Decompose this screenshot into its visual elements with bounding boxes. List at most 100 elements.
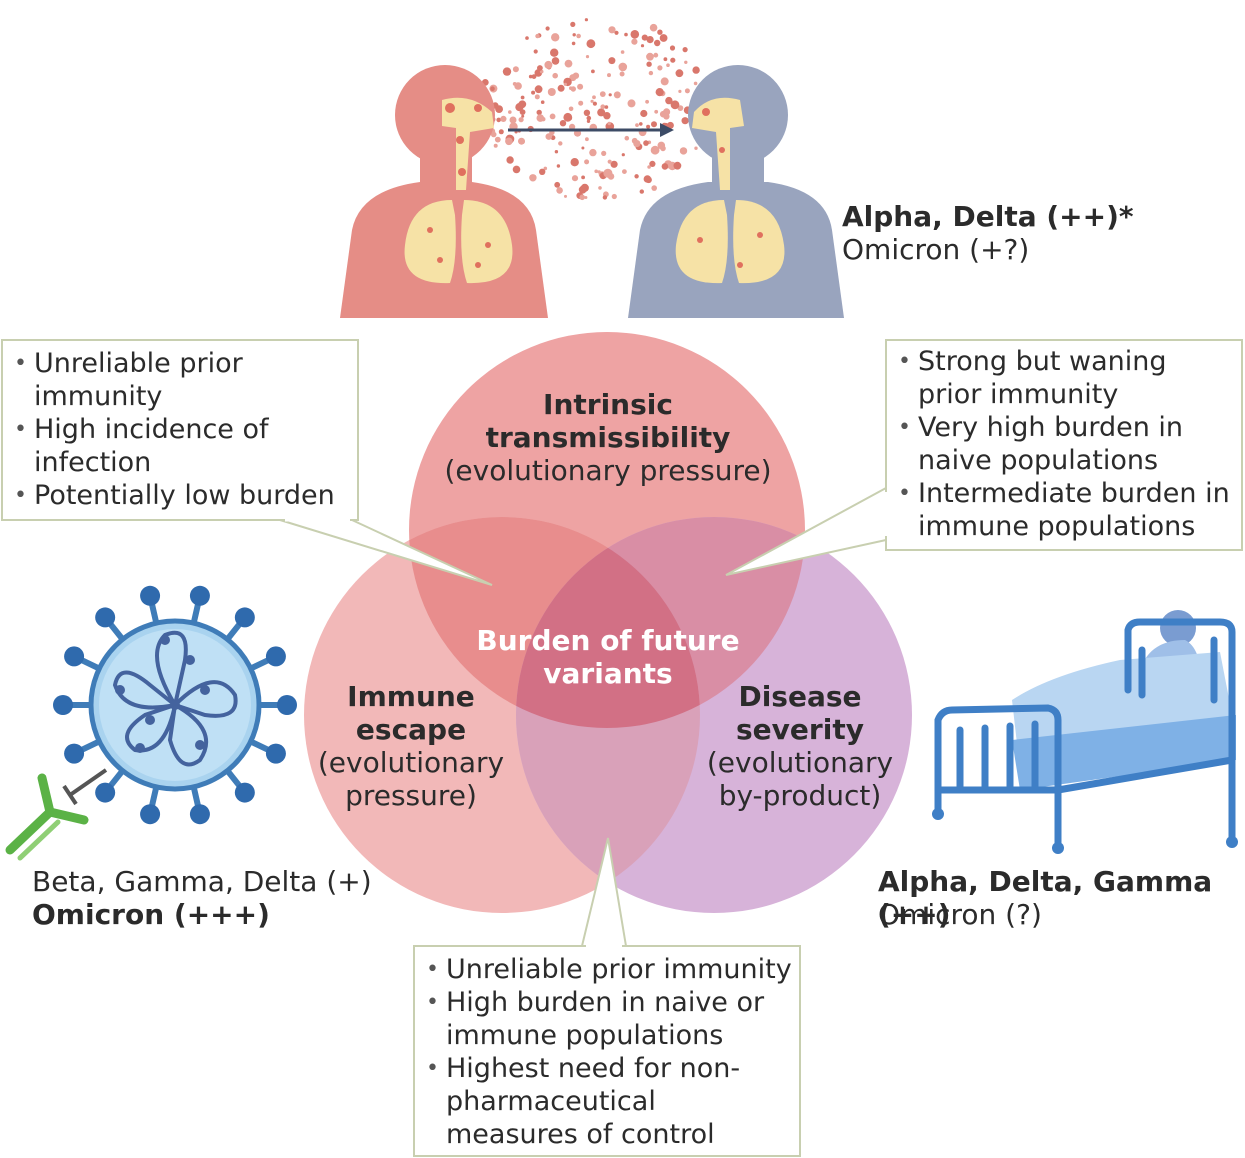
- droplet: [572, 33, 576, 37]
- droplet: [535, 33, 540, 39]
- droplet: [571, 175, 579, 182]
- label-transmissibility-subtitle: (evolutionary pressure): [444, 454, 772, 487]
- droplet: [589, 148, 597, 157]
- droplet: [618, 62, 628, 72]
- left-variants-bold: Omicron (+++): [32, 898, 270, 931]
- droplet: [663, 108, 671, 116]
- droplet: [694, 146, 698, 150]
- callout-bottom-item: Highest need for non-pharmaceutical meas…: [424, 1052, 796, 1151]
- droplet: [531, 90, 536, 95]
- droplet: [544, 60, 553, 69]
- droplet: [551, 57, 560, 65]
- rna-node: [160, 635, 170, 645]
- droplet: [611, 193, 617, 200]
- label-disease-severity: Disease severity (evolutionary by-produc…: [700, 680, 900, 812]
- droplet: [654, 39, 661, 47]
- top-variants-bold: Alpha, Delta (++)*: [842, 200, 1134, 233]
- droplet: [673, 161, 682, 170]
- droplet: [520, 95, 525, 100]
- rna-node: [185, 655, 195, 665]
- callout-top-right-item: Strong but waning prior immunity: [896, 345, 1236, 411]
- droplet: [534, 85, 543, 94]
- droplet: [634, 174, 639, 179]
- right-variants-normal: Omicron (?): [878, 898, 1042, 931]
- droplet: [583, 109, 591, 117]
- droplet: [570, 158, 579, 167]
- droplet: [670, 100, 680, 110]
- droplet: [537, 65, 543, 71]
- droplet: [633, 140, 641, 148]
- droplet: [568, 116, 573, 120]
- droplet: [657, 65, 663, 71]
- droplet: [541, 117, 546, 122]
- droplet: [665, 96, 673, 105]
- spike-head: [64, 646, 85, 667]
- droplet: [545, 133, 553, 140]
- virus-icon: [53, 585, 297, 825]
- droplet: [564, 194, 567, 198]
- label-immune-escape-title2: escape: [355, 713, 467, 746]
- droplet: [675, 69, 684, 78]
- droplet: [512, 165, 521, 174]
- droplet: [586, 115, 592, 121]
- label-transmissibility-title1: Intrinsic: [543, 388, 673, 421]
- droplet: [569, 86, 573, 90]
- droplet: [639, 122, 643, 126]
- droplet: [649, 23, 658, 32]
- aerosol-droplets-illustration: [478, 18, 719, 201]
- droplet: [584, 196, 588, 199]
- callout-bottom-text: Unreliable prior immunity High burden in…: [424, 953, 796, 1151]
- label-disease-severity-sub2: by-product): [718, 779, 882, 812]
- droplet: [579, 194, 585, 201]
- droplet: [627, 99, 636, 108]
- droplet: [620, 50, 625, 54]
- droplet: [559, 120, 567, 127]
- droplet: [602, 195, 608, 200]
- droplet: [646, 36, 654, 44]
- left-variants-normal: Beta, Gamma, Delta (+): [32, 865, 372, 898]
- droplet: [643, 175, 652, 183]
- droplet: [600, 104, 606, 110]
- rna-node: [115, 685, 125, 695]
- droplet: [648, 70, 654, 76]
- callout-top-right-item: Very high burden in naive populations: [896, 411, 1236, 477]
- spike-head: [234, 607, 255, 628]
- droplet: [670, 57, 676, 63]
- droplet: [564, 59, 573, 68]
- droplet: [591, 69, 595, 74]
- droplet: [586, 119, 591, 124]
- droplet: [539, 168, 546, 175]
- droplet: [521, 114, 525, 118]
- droplet: [624, 135, 630, 141]
- droplet: [500, 115, 507, 122]
- droplet: [592, 101, 598, 106]
- droplet: [646, 124, 651, 129]
- label-transmissibility: Intrinsic transmissibility (evolutionary…: [430, 388, 786, 487]
- droplet: [556, 187, 563, 194]
- droplet: [610, 160, 618, 168]
- rna-node: [145, 715, 155, 725]
- droplet: [578, 185, 587, 194]
- infected-person-icon: [340, 65, 548, 318]
- droplet: [493, 143, 498, 148]
- callout-top-right-item: Intermediate burden in immune population…: [896, 477, 1236, 543]
- droplet: [679, 147, 688, 155]
- droplet: [545, 26, 550, 31]
- exposed-person-icon: [628, 65, 844, 318]
- droplet: [518, 117, 524, 123]
- droplet: [659, 34, 668, 42]
- droplet: [669, 45, 676, 51]
- droplet: [660, 77, 669, 86]
- venn-diagram: [304, 332, 912, 913]
- droplet: [601, 150, 607, 156]
- droplet: [505, 137, 513, 146]
- droplet: [531, 74, 537, 79]
- spike-head: [95, 607, 116, 628]
- droplet: [666, 121, 674, 129]
- spike-head: [95, 782, 116, 803]
- droplet: [640, 44, 645, 48]
- droplet: [584, 18, 589, 22]
- droplet: [597, 108, 606, 117]
- label-disease-severity-title1: Disease: [738, 680, 862, 713]
- droplet: [594, 169, 598, 174]
